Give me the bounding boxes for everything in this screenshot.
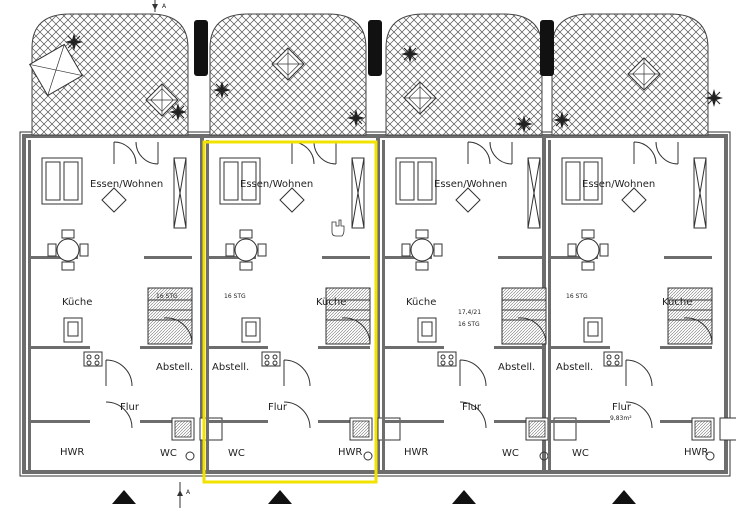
stair-label-secondary: 16 STG	[458, 321, 480, 328]
area-label: 9,83m²	[610, 415, 632, 422]
room-label-flur: Flur	[462, 402, 482, 413]
privacy-wall-3	[540, 20, 554, 76]
room-label-flur: Flur	[612, 402, 632, 413]
entrance-arrow-3	[452, 490, 476, 504]
room-label-essen: Essen/Wohnen	[434, 179, 507, 190]
stair-label: 16 STG	[566, 293, 588, 300]
room-label-flur: Flur	[268, 402, 288, 413]
stair-label: 16 STG	[156, 293, 178, 300]
unit-2	[205, 13, 401, 471]
room-label-kueche: Küche	[406, 297, 436, 308]
stair-label: 17,4/21	[458, 309, 481, 316]
room-label-essen: Essen/Wohnen	[582, 179, 655, 190]
stair-label: 16 STG	[224, 293, 246, 300]
section-marker-top: A	[162, 3, 167, 10]
room-label-hwr: HWR	[404, 447, 428, 458]
party-wall-1	[200, 138, 204, 472]
room-label-abstell: Abstell.	[556, 362, 593, 373]
hand-cursor-icon	[331, 219, 345, 237]
room-label-abstell: Abstell.	[498, 362, 535, 373]
room-label-abstell: Abstell.	[156, 362, 193, 373]
entrance-arrow-2	[268, 490, 292, 504]
entrance-arrow-1	[112, 490, 136, 504]
room-label-essen: Essen/Wohnen	[240, 179, 313, 190]
room-label-hwr: HWR	[684, 447, 708, 458]
terrace-parasol	[28, 43, 84, 97]
room-label-hwr: HWR	[60, 447, 84, 458]
room-label-wc: WC	[502, 448, 519, 459]
selected-unit-highlight	[202, 140, 378, 484]
north-facade-wall	[22, 134, 728, 138]
room-label-wc: WC	[572, 448, 589, 459]
party-wall-2	[376, 138, 380, 472]
room-label-kueche: Küche	[316, 297, 346, 308]
room-label-hwr: HWR	[338, 447, 362, 458]
entrance-arrow-4	[612, 490, 636, 504]
room-label-essen: Essen/Wohnen	[90, 179, 163, 190]
room-label-kueche: Küche	[62, 297, 92, 308]
room-label-wc: WC	[160, 448, 177, 459]
west-wall	[22, 134, 26, 474]
room-label-flur: Flur	[120, 402, 140, 413]
room-label-abstell: Abstell.	[212, 362, 249, 373]
room-label-kueche: Küche	[662, 297, 692, 308]
east-wall	[724, 134, 728, 474]
privacy-wall-2	[368, 20, 382, 76]
privacy-wall-1	[194, 20, 208, 76]
room-label-wc: WC	[228, 448, 245, 459]
section-marker-bottom: A	[186, 489, 191, 496]
